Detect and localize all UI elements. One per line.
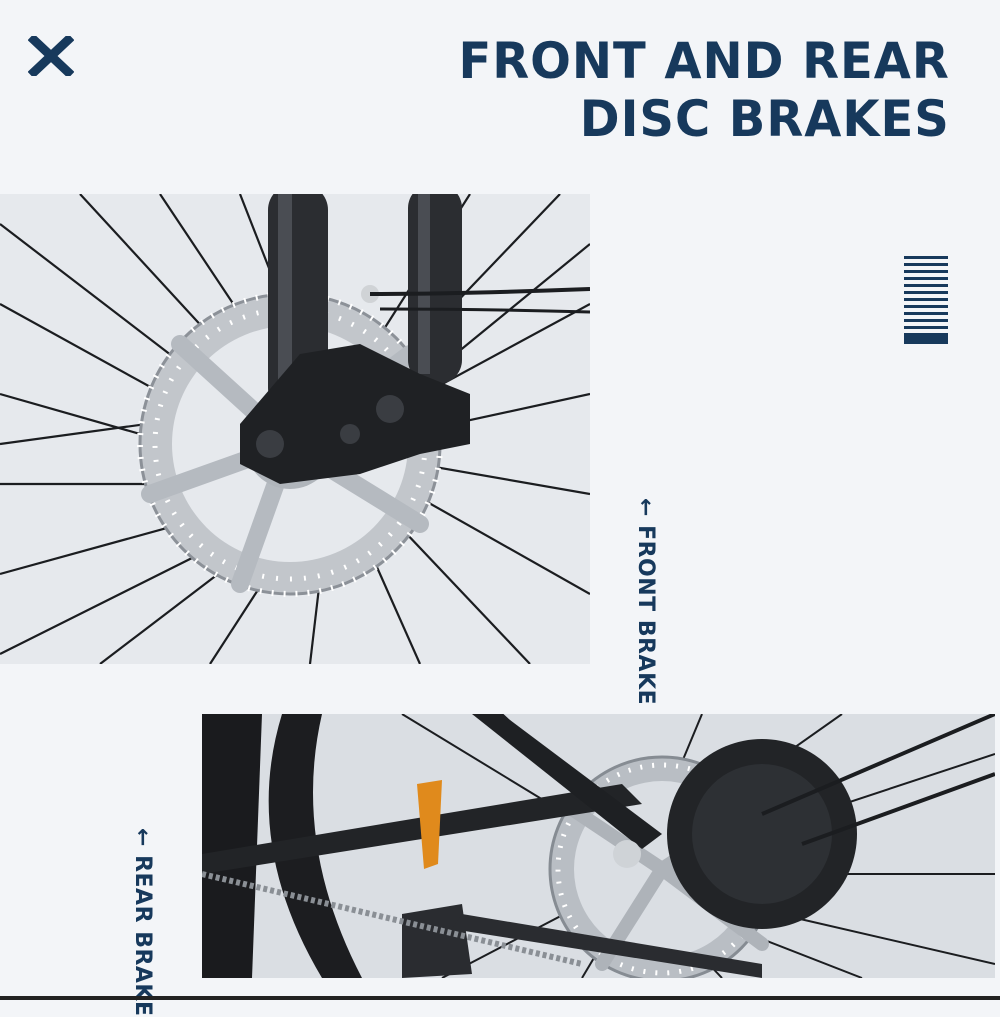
front-brake-illustration xyxy=(0,194,590,664)
rear-brake-photo xyxy=(202,714,995,978)
rear-brake-label: ← REAR BRAKE xyxy=(130,828,155,1017)
page-title: FRONT AND REAR DISC BRAKES xyxy=(459,32,950,148)
title-line-2: DISC BRAKES xyxy=(579,90,950,148)
front-brake-photo xyxy=(0,194,590,664)
rear-reflector xyxy=(417,780,442,869)
rear-brake-illustration xyxy=(202,714,995,978)
close-icon[interactable] xyxy=(28,36,74,76)
front-caliper xyxy=(240,285,470,484)
title-line-1: FRONT AND REAR xyxy=(458,32,950,90)
bottom-divider xyxy=(0,996,1000,1000)
front-brake-label: ← FRONT BRAKE xyxy=(633,498,658,706)
stripes-icon xyxy=(904,256,948,344)
